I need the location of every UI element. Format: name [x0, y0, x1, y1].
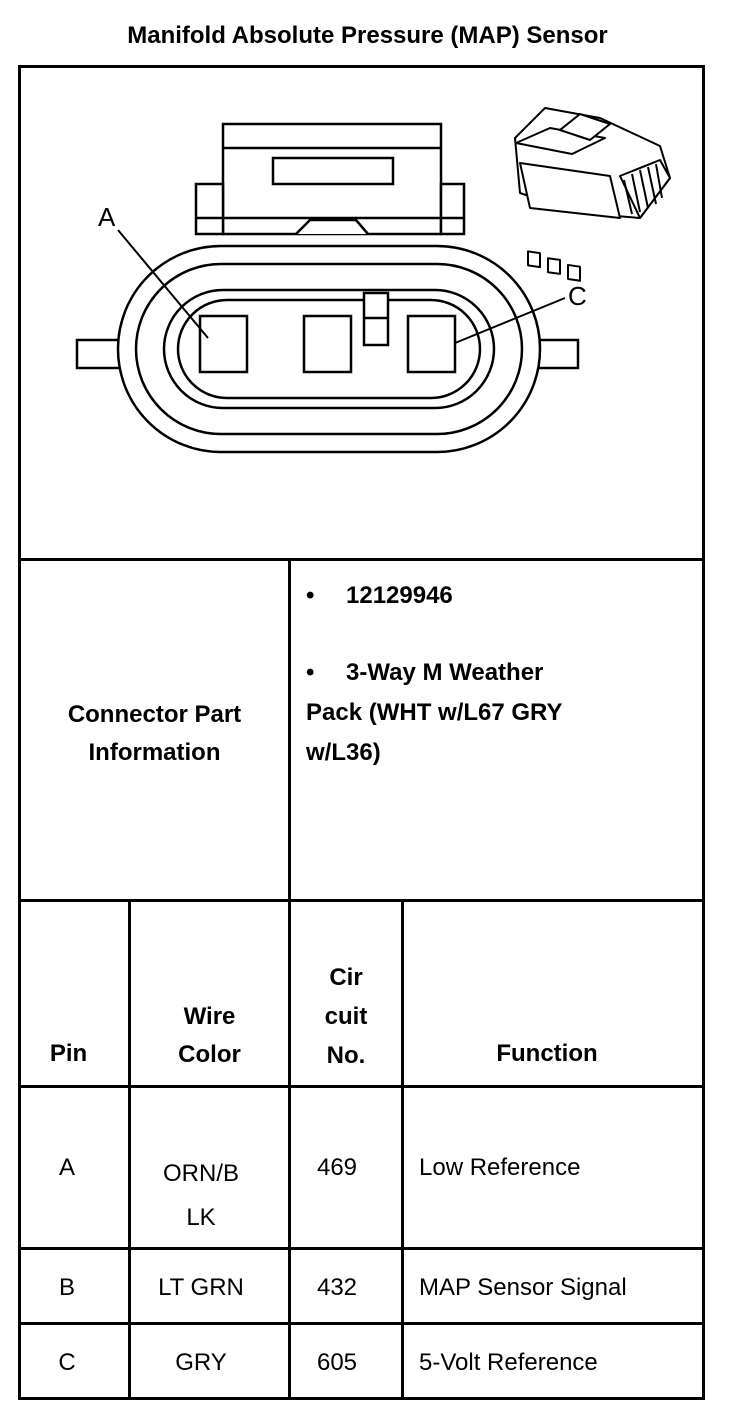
- connector-diagram: A C: [75, 107, 671, 454]
- frame-top: [18, 65, 705, 68]
- row-a-pin: A: [58, 1154, 75, 1181]
- col-divider-pin: [128, 899, 131, 1400]
- row-c-wire-color: GRY: [175, 1349, 227, 1376]
- connector-description-item: •3-Way M Weather Pack (WHT w/L67 GRY w/L…: [306, 653, 563, 773]
- header-function: Function: [496, 1040, 598, 1067]
- frame-bottom: [18, 1397, 705, 1400]
- row-a-function: Low Reference: [419, 1154, 581, 1181]
- frame-right: [702, 65, 705, 1400]
- bullet-icon: •: [306, 582, 315, 609]
- header-wire-color: Wire Color: [178, 1003, 241, 1068]
- row-c-pin: C: [58, 1349, 76, 1376]
- frame-info-divider: [288, 558, 291, 900]
- part-number: 12129946: [346, 582, 453, 609]
- header-circuit-no: Cir cuit No.: [324, 964, 368, 1069]
- frame-header-bottom: [18, 1085, 705, 1088]
- bullet-icon: •: [306, 659, 315, 686]
- frame-row-a-bottom: [18, 1247, 705, 1250]
- frame-row-b-bottom: [18, 1322, 705, 1325]
- col-divider-wire: [288, 899, 291, 1400]
- row-b-function: MAP Sensor Signal: [419, 1274, 627, 1301]
- row-c-circuit: 605: [316, 1349, 358, 1376]
- pin-label-c: C: [568, 281, 587, 311]
- document-title: Manifold Absolute Pressure (MAP) Sensor: [127, 22, 608, 49]
- pin-label-a: A: [98, 202, 116, 232]
- col-divider-circuit: [401, 899, 404, 1400]
- pin-cavity-c: [406, 314, 457, 374]
- row-c-function: 5-Volt Reference: [419, 1349, 598, 1376]
- pin-cavity-b: [302, 314, 353, 374]
- row-a-circuit: 469: [316, 1154, 358, 1181]
- frame-left: [18, 65, 21, 1400]
- row-b-circuit: 432: [316, 1274, 358, 1301]
- connector-perspective-illustration: [514, 107, 671, 282]
- part-number-item: • 12129946: [306, 576, 453, 616]
- row-b-wire-color: LT GRN: [158, 1274, 244, 1301]
- frame-diagram-bottom: [18, 558, 705, 561]
- frame-info-bottom: [18, 899, 705, 902]
- row-a-wire-color: ORN/B LK: [162, 1160, 239, 1231]
- pin-cavity-a: [198, 314, 249, 374]
- connector-info-label: Connector Part Information: [67, 701, 242, 766]
- header-pin: Pin: [49, 1040, 88, 1067]
- row-b-pin: B: [58, 1274, 75, 1301]
